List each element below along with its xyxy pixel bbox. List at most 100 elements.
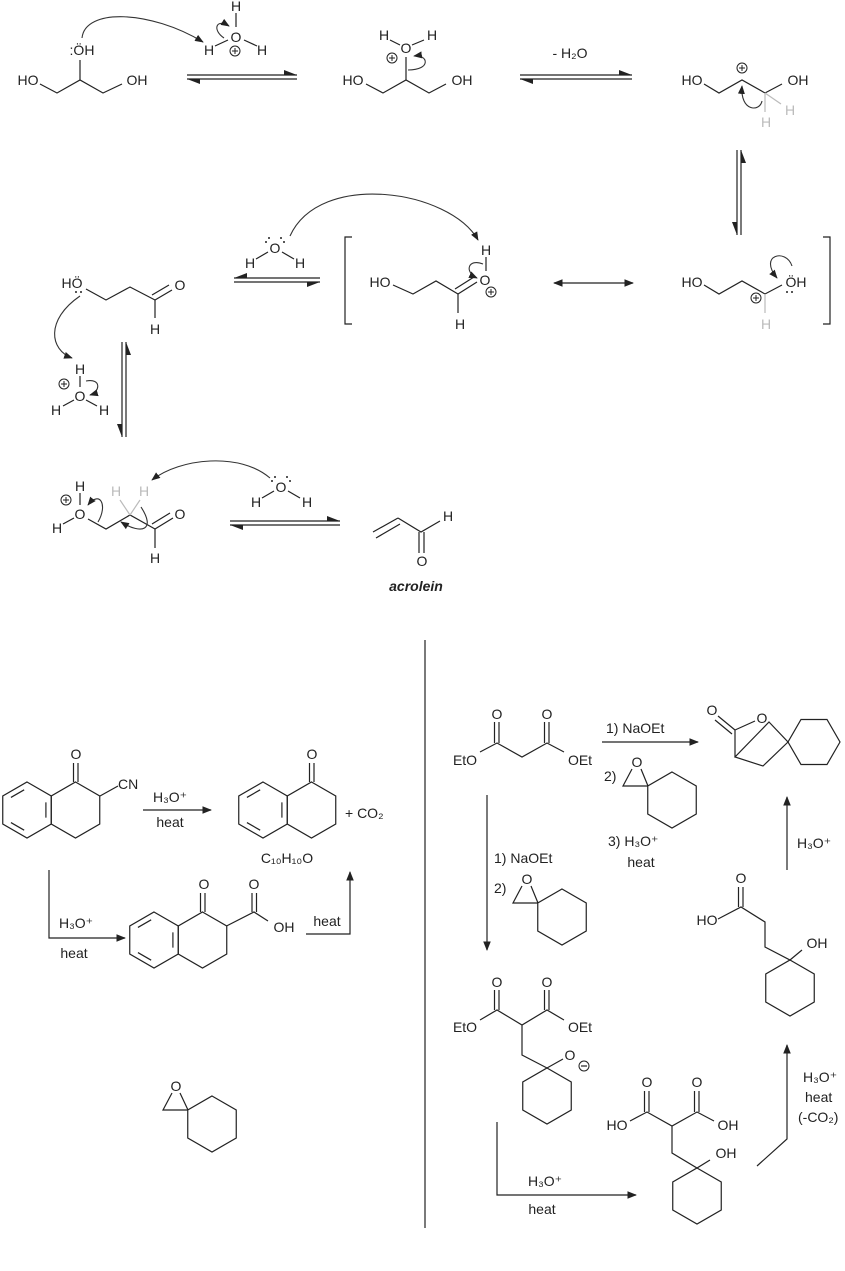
atom-label: H: [761, 316, 771, 332]
atom-label: HÖ: [62, 274, 83, 291]
double-bond: [454, 276, 478, 295]
atom-label: H: [75, 478, 85, 494]
atom-label: ÖH: [786, 273, 807, 290]
atom-label: H: [51, 402, 61, 418]
atom-label: OH: [807, 935, 828, 951]
lactone-ring: [714, 715, 789, 767]
positive-charge-icon: [485, 286, 497, 298]
glycerol: HO OH :ÖH: [18, 16, 204, 94]
bond: [479, 722, 565, 758]
curved-arrow: [87, 496, 103, 523]
atom-label: OH: [788, 72, 809, 88]
epoxide-ring: [162, 1092, 189, 1111]
bond: [764, 92, 782, 112]
negative-charge-icon: [578, 1060, 590, 1072]
curved-arrow: [151, 460, 271, 481]
lone-pair: [75, 291, 82, 293]
atom-label: H: [231, 0, 241, 14]
curved-arrow: [289, 193, 479, 241]
atom-label: H: [455, 316, 465, 332]
reagent-label: H₃O⁺: [153, 789, 187, 805]
cyclohexane-ring: [765, 959, 815, 1017]
atom-label: H: [302, 494, 312, 510]
atom-label: O: [75, 388, 86, 404]
half-arrowhead: [307, 282, 320, 287]
protonated-glycerol: HO OH O H H: [343, 27, 473, 94]
half-arrowhead: [284, 70, 297, 75]
reagent-label: 1) NaOEt: [606, 720, 664, 736]
condition-label: heat: [805, 1089, 832, 1105]
atom-label: H: [111, 483, 121, 499]
cyclohexanone-ring: [177, 911, 228, 969]
atom-label: O: [249, 876, 260, 892]
half-arrowhead: [126, 342, 131, 355]
benzene-ring: [238, 781, 288, 839]
half-arrowhead: [732, 222, 737, 235]
reagent-label: 1) NaOEt: [494, 850, 552, 866]
bond: [214, 39, 258, 47]
cyclohexane-ring: [522, 1067, 572, 1125]
atom-label: O: [492, 974, 503, 990]
atom-label: HO: [343, 72, 364, 88]
hydronium: H O H H: [51, 361, 109, 418]
equilibrium-arrow: [117, 342, 131, 437]
aromatic-double-bond: [10, 789, 25, 798]
atom-label: OH: [452, 72, 473, 88]
cyclohexane-ring: [787, 718, 841, 766]
reagent-label: H₃O⁺: [59, 915, 93, 931]
atom-label: H: [204, 42, 214, 58]
diagram-mark: [274, 476, 276, 478]
reaction-arrow: [756, 1044, 791, 1167]
atom-label: H: [785, 102, 795, 118]
bond: [479, 990, 565, 1069]
atom-label: H: [150, 550, 160, 566]
acrolein-structure: O H acrolein: [372, 508, 453, 594]
spiro-epoxide: O: [162, 1078, 237, 1153]
hydroxypropanal: HÖ O H: [54, 274, 186, 359]
half-arrowhead: [327, 516, 340, 521]
cyclohexane-ring: [647, 771, 697, 829]
atom-label: OH: [718, 1117, 739, 1133]
resonance-bracket-left: [344, 236, 352, 325]
half-arrowhead: [187, 79, 200, 84]
half-arrowhead: [230, 525, 243, 530]
epoxide-ring: [512, 885, 539, 904]
atom-label: HO: [682, 72, 703, 88]
double-bond: [151, 512, 174, 530]
positive-charge-icon: [750, 292, 762, 304]
atom-label: HO: [18, 72, 39, 88]
equilibrium-arrow: [187, 70, 297, 84]
atom-label: O: [542, 706, 553, 722]
diagram-mark: [289, 480, 291, 482]
cyclohexane-ring: [187, 1095, 237, 1153]
atom-label: H: [245, 255, 255, 271]
keto-acid: O O OH: [129, 876, 295, 969]
lone-pair: [265, 237, 285, 243]
equilibrium-arrow: [230, 516, 340, 530]
atom-label: H: [52, 520, 62, 536]
diagram-mark: [283, 241, 285, 243]
condition-label: heat: [313, 913, 340, 929]
lone-pair: [271, 476, 291, 482]
bond: [389, 39, 425, 46]
atom-label: CN: [118, 776, 138, 792]
curved-arrow: [85, 380, 99, 397]
reagent-label: 2): [494, 880, 506, 896]
diethyl-malonate: O O EtO OEt: [453, 706, 592, 768]
equilibrium-arrow: [520, 70, 632, 84]
equilibrium-arrow: [234, 273, 320, 287]
half-arrowhead: [741, 150, 746, 163]
molecular-formula: C₁₀H₁₀O: [261, 850, 313, 866]
atom-label: H: [443, 508, 453, 524]
reagent-label: H₃O⁺: [797, 835, 831, 851]
equilibrium-arrow: [732, 150, 746, 235]
bond: [717, 887, 803, 961]
benzene-ring: [2, 781, 52, 839]
condition-label: heat: [627, 854, 654, 870]
atom-label: EtO: [453, 1019, 477, 1035]
double-bond: [151, 284, 173, 301]
reagent-label: 2): [604, 768, 616, 784]
epoxide-ring: [622, 768, 649, 787]
water: O H H: [151, 460, 312, 510]
cyclohexane-ring: [537, 888, 587, 946]
